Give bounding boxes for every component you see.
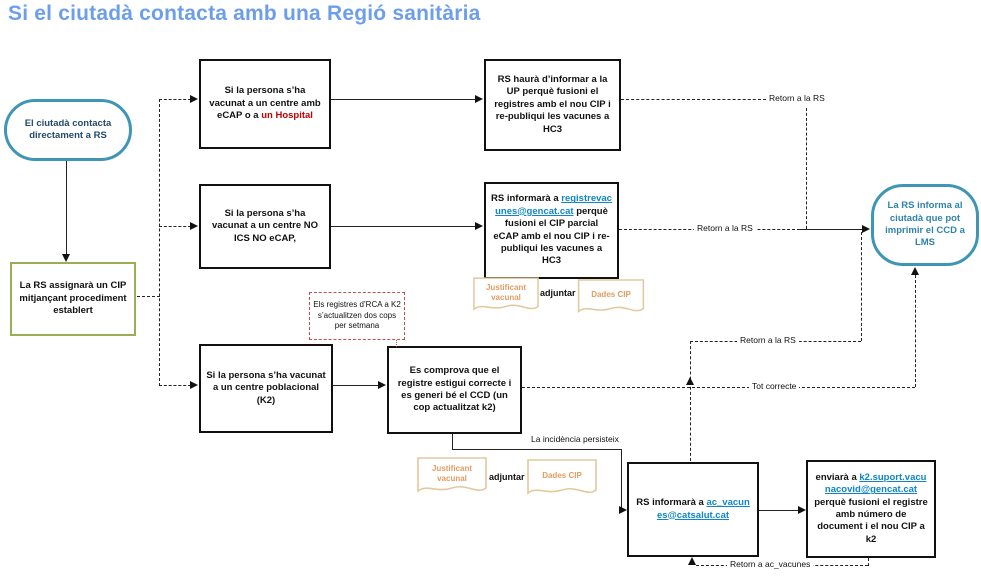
- arrowhead-up-icon: [688, 557, 696, 565]
- connector-tot-correcte: [522, 387, 915, 388]
- edge-label-retorn-ac: Retorn a ac_vacunes: [727, 559, 814, 569]
- node-rs-informs-up: RS haurà d’informar a la UP perquè fusio…: [484, 59, 621, 151]
- edge-label-retorn-rs-top: Retorn a la RS: [769, 93, 825, 103]
- document-dades-cip-2: Dades CIP: [527, 459, 597, 501]
- document-shape-icon: [527, 459, 597, 495]
- node-vaccinated-no-ics: Si la persona s’ha vacunat a un centre N…: [199, 184, 331, 269]
- node-text: El ciutadà contacta directament a RS: [24, 117, 112, 141]
- connector-acvacunes-to-enviara: [759, 510, 799, 511]
- text-segment: RS informarà a: [636, 497, 707, 509]
- arrowhead-right-icon: [862, 225, 870, 233]
- node-text: enviarà a k2.suport.vacunacovid@gencat.c…: [813, 472, 929, 546]
- edge-label-tot-correcte: Tot correcte: [749, 381, 800, 391]
- text-segment: RS informarà a: [491, 193, 562, 205]
- note-text: Els registres d’RCA a K2 s’actualitzen d…: [313, 299, 401, 331]
- text-segment: Si la persona s’ha vacunat a un centre a…: [209, 85, 321, 122]
- email-link-acvacunes[interactable]: ac_vacunes@catsalut.cat: [656, 497, 750, 521]
- document-shape-icon: [577, 279, 645, 313]
- connector-assign-out: [137, 296, 160, 297]
- arrowhead-right-icon: [190, 381, 198, 389]
- node-text: La RS assignarà un CIP mitjançant proced…: [19, 280, 127, 317]
- connector-branch-top: [159, 99, 191, 100]
- document-label: Dades CIP: [591, 290, 631, 300]
- node-rs-informs-registrevacunes: RS informarà a registrevacunes@gencat.ca…: [484, 182, 619, 279]
- text-segment: enviarà a: [815, 471, 860, 483]
- node-check-ccd: Es comprova que el registre estigui corr…: [387, 346, 522, 434]
- arrowhead-right-icon: [798, 506, 806, 514]
- node-text: Si la persona s’ha vacunat a un centre p…: [206, 369, 326, 406]
- connector-low-return-up: [861, 232, 862, 341]
- node-text: La RS informa al ciutadà que pot imprimi…: [885, 200, 965, 249]
- connector-incidencia-1: [452, 434, 453, 449]
- edge-label-retorn-rs-mid: Retorn a la RS: [694, 223, 756, 233]
- connector-incidencia-2: [452, 449, 622, 450]
- page-title: Si el ciutadà contacta amb una Regió san…: [8, 2, 481, 25]
- document-shape-icon: [417, 457, 487, 493]
- adjuntar-label: adjuntar: [540, 288, 576, 298]
- arrowhead-right-icon: [378, 381, 386, 389]
- node-citizen-contacts-rs: El ciutadà contacta directament a RS: [4, 99, 132, 161]
- node-rs-informs-acvacunes: RS informarà a ac_vacunes@catsalut.cat: [627, 462, 759, 557]
- node-send-k2-suport: enviarà a k2.suport.vacunacovid@gencat.c…: [806, 460, 936, 558]
- node-vaccinated-k2: Si la persona s’ha vacunat a un centre p…: [199, 344, 333, 433]
- connector-retorn-ac-up: [868, 558, 869, 566]
- document-label: Dades CIP: [542, 471, 582, 481]
- connector-up-return: [621, 99, 766, 100]
- document-shape-icon: [473, 277, 539, 311]
- document-justificant-vacunal: Justificant vacunal: [473, 277, 539, 317]
- arrowhead-right-icon: [475, 222, 483, 230]
- connector-branch-mid: [159, 226, 191, 227]
- connector-incidencia-3: [621, 449, 622, 510]
- connector-noics-to-registre: [331, 226, 476, 227]
- connector-branch-bottom: [159, 385, 191, 386]
- text-segment: perquè fusioni el registre amb número de…: [814, 496, 928, 545]
- email-link-k2suport[interactable]: k2.suport.vacunacovid@gencat.cat: [824, 471, 927, 496]
- document-label: Justificant vacunal: [431, 464, 472, 483]
- connector-note-to-check: [396, 340, 397, 347]
- email-link-registrevacunes[interactable]: registrevacunes@gencat.cat: [495, 193, 612, 217]
- note-k2-update: Els registres d’RCA a K2 s’actualitzen d…: [309, 292, 405, 340]
- edge-label-retorn-rs-low: Retorn a la RS: [737, 335, 799, 345]
- arrowhead-right-icon: [190, 222, 198, 230]
- connector-ecap-to-up: [331, 99, 476, 100]
- arrowhead-up-icon: [686, 377, 694, 385]
- node-text: RS informarà a ac_vacunes@catsalut.cat: [634, 497, 752, 522]
- connector-k2-to-check: [333, 385, 379, 386]
- document-dades-cip: Dades CIP: [577, 279, 645, 319]
- highlight-hospital: un Hospital: [261, 110, 313, 122]
- node-vaccinated-ecap-hospital: Si la persona s’ha vacunat a un centre a…: [199, 59, 331, 149]
- connector-citizen-to-assign: [66, 161, 67, 255]
- text-segment: perquè fusioni el CIP parcial eCAP amb e…: [493, 205, 610, 267]
- document-label: Justificant vacunal: [485, 283, 526, 302]
- arrowhead-right-icon: [475, 95, 483, 103]
- node-text: Es comprova que el registre estigui corr…: [397, 365, 512, 414]
- connector-up-return-down: [806, 108, 807, 229]
- node-text: RS informarà a registrevacunes@gencat.ca…: [491, 193, 612, 267]
- arrowhead-right-icon: [619, 506, 627, 514]
- connector-acvacunes-up: [690, 341, 691, 461]
- adjuntar-label-2: adjuntar: [489, 472, 525, 482]
- connector-branch-trunk: [159, 99, 160, 386]
- node-text: Si la persona s’ha vacunat a un centre a…: [206, 85, 324, 122]
- arrowhead-up-icon: [911, 267, 919, 275]
- node-rs-assigns-cip: La RS assignarà un CIP mitjançant proced…: [10, 262, 136, 336]
- node-text: RS haurà d’informar a la UP perquè fusio…: [494, 74, 611, 135]
- connector-into-oval: [800, 229, 862, 230]
- arrowhead-right-icon: [190, 95, 198, 103]
- node-rs-informs-citizen-ccd: La RS informa al ciutadà que pot imprimi…: [871, 184, 979, 266]
- node-text: Si la persona s’ha vacunat a un centre N…: [211, 207, 319, 244]
- document-justificant-vacunal-2: Justificant vacunal: [417, 457, 487, 499]
- arrowhead-down-icon: [62, 254, 70, 262]
- edge-label-incidencia: La incidència persisteix: [531, 434, 619, 444]
- connector-tot-correcte-up: [915, 275, 916, 387]
